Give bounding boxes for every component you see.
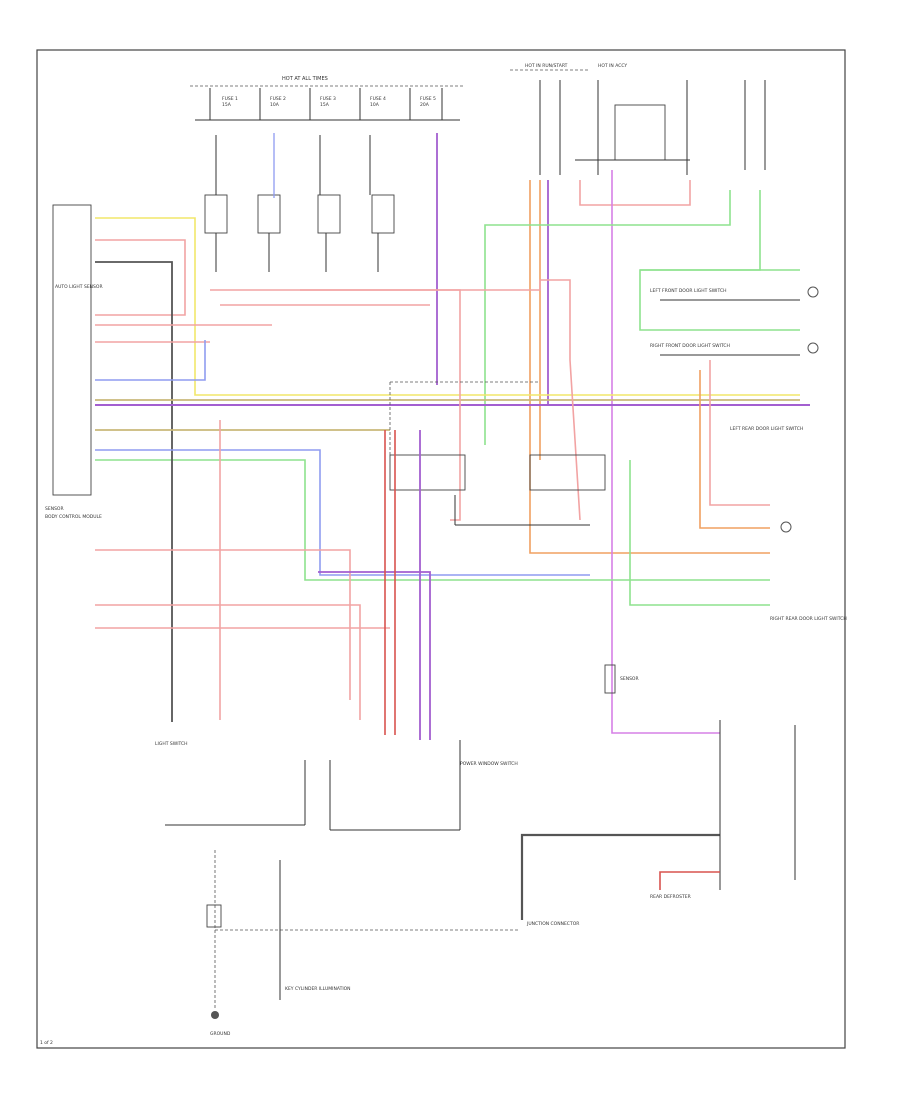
svg-text:FUSE 4: FUSE 4 bbox=[370, 96, 386, 102]
svg-text:10A: 10A bbox=[370, 102, 380, 108]
svg-text:LEFT REAR DOOR LIGHT SWITCH: LEFT REAR DOOR LIGHT SWITCH bbox=[730, 426, 803, 432]
svg-text:SENSOR: SENSOR bbox=[620, 676, 639, 682]
auto-light-sensor-module: AUTO LIGHT SENSOR SENSOR BODY CONTROL MO… bbox=[45, 204, 103, 520]
wire-pink-l1 bbox=[95, 549, 351, 700]
wire-violet-long bbox=[611, 170, 720, 734]
wire-green-left bbox=[95, 459, 770, 581]
relay-row bbox=[204, 135, 395, 272]
svg-text:KEY CYLINDER ILLUMINATION: KEY CYLINDER ILLUMINATION bbox=[285, 986, 351, 992]
svg-text:LIGHT SWITCH: LIGHT SWITCH bbox=[155, 741, 188, 747]
wire-black-left bbox=[95, 261, 173, 722]
svg-text:FUSE 2: FUSE 2 bbox=[270, 96, 286, 102]
wire-green-2 bbox=[639, 190, 800, 331]
wire-pink-tl bbox=[95, 239, 186, 316]
bottom-right-components: SENSOR bbox=[604, 664, 639, 694]
wire-blue-h bbox=[95, 340, 206, 381]
wire-purple-low bbox=[318, 571, 431, 740]
wire-green-1 bbox=[484, 190, 731, 445]
svg-text:FUSE 5: FUSE 5 bbox=[420, 96, 436, 102]
svg-text:LEFT FRONT DOOR LIGHT SWITCH: LEFT FRONT DOOR LIGHT SWITCH bbox=[650, 288, 726, 294]
wire-red-ign bbox=[579, 180, 691, 206]
power-window-relays bbox=[389, 381, 606, 526]
junction-connector: JUNCTION CONNECTOR REAR DEFROSTER bbox=[520, 720, 796, 927]
svg-text:SENSOR: SENSOR bbox=[45, 506, 64, 512]
wire-green-3 bbox=[629, 460, 770, 606]
wire-pink-l2 bbox=[95, 604, 361, 720]
svg-text:HOT IN ACCY: HOT IN ACCY bbox=[598, 63, 627, 69]
svg-text:JUNCTION CONNECTOR: JUNCTION CONNECTOR bbox=[526, 921, 579, 927]
wire-orange-r1 bbox=[699, 370, 770, 529]
wire-blue-low bbox=[95, 449, 590, 576]
svg-text:AUTO LIGHT SENSOR: AUTO LIGHT SENSOR bbox=[55, 284, 103, 290]
wire-yellow bbox=[95, 217, 800, 396]
page-number: 1 of 2 bbox=[40, 1040, 53, 1046]
svg-text:REAR DEFROSTER: REAR DEFROSTER bbox=[650, 894, 691, 900]
svg-text:15A: 15A bbox=[222, 102, 232, 108]
svg-text:GROUND: GROUND bbox=[210, 1031, 231, 1037]
svg-text:FUSE 1: FUSE 1 bbox=[222, 96, 238, 102]
wire-red-bus2 bbox=[300, 279, 581, 521]
svg-text:20A: 20A bbox=[420, 102, 430, 108]
svg-text:10A: 10A bbox=[270, 102, 280, 108]
wire-darkred-bottom bbox=[659, 871, 720, 890]
svg-text:HOT IN RUN/START: HOT IN RUN/START bbox=[525, 63, 568, 69]
diagram-frame bbox=[36, 49, 846, 1049]
fuse-block-label: HOT AT ALL TIMES bbox=[282, 76, 328, 82]
svg-text:RIGHT FRONT DOOR LIGHT SWITCH: RIGHT FRONT DOOR LIGHT SWITCH bbox=[650, 343, 730, 349]
wire-orange-long bbox=[529, 180, 770, 554]
right-side-labels: LEFT FRONT DOOR LIGHT SWITCH RIGHT FRONT… bbox=[650, 286, 847, 622]
ignition-switch-area: HOT IN RUN/START HOT IN ACCY bbox=[510, 63, 766, 175]
svg-text:FUSE 3: FUSE 3 bbox=[320, 96, 336, 102]
svg-text:POWER WINDOW SWITCH: POWER WINDOW SWITCH bbox=[460, 761, 518, 767]
svg-text:RIGHT REAR DOOR LIGHT SWITCH: RIGHT REAR DOOR LIGHT SWITCH bbox=[770, 616, 847, 622]
svg-text:BODY CONTROL MODULE: BODY CONTROL MODULE bbox=[45, 514, 102, 520]
wire-red-r1 bbox=[709, 360, 770, 506]
svg-text:15A: 15A bbox=[320, 102, 330, 108]
bottom-switches: LIGHT SWITCH POWER WINDOW SWITCH KEY CYL… bbox=[155, 740, 520, 1037]
